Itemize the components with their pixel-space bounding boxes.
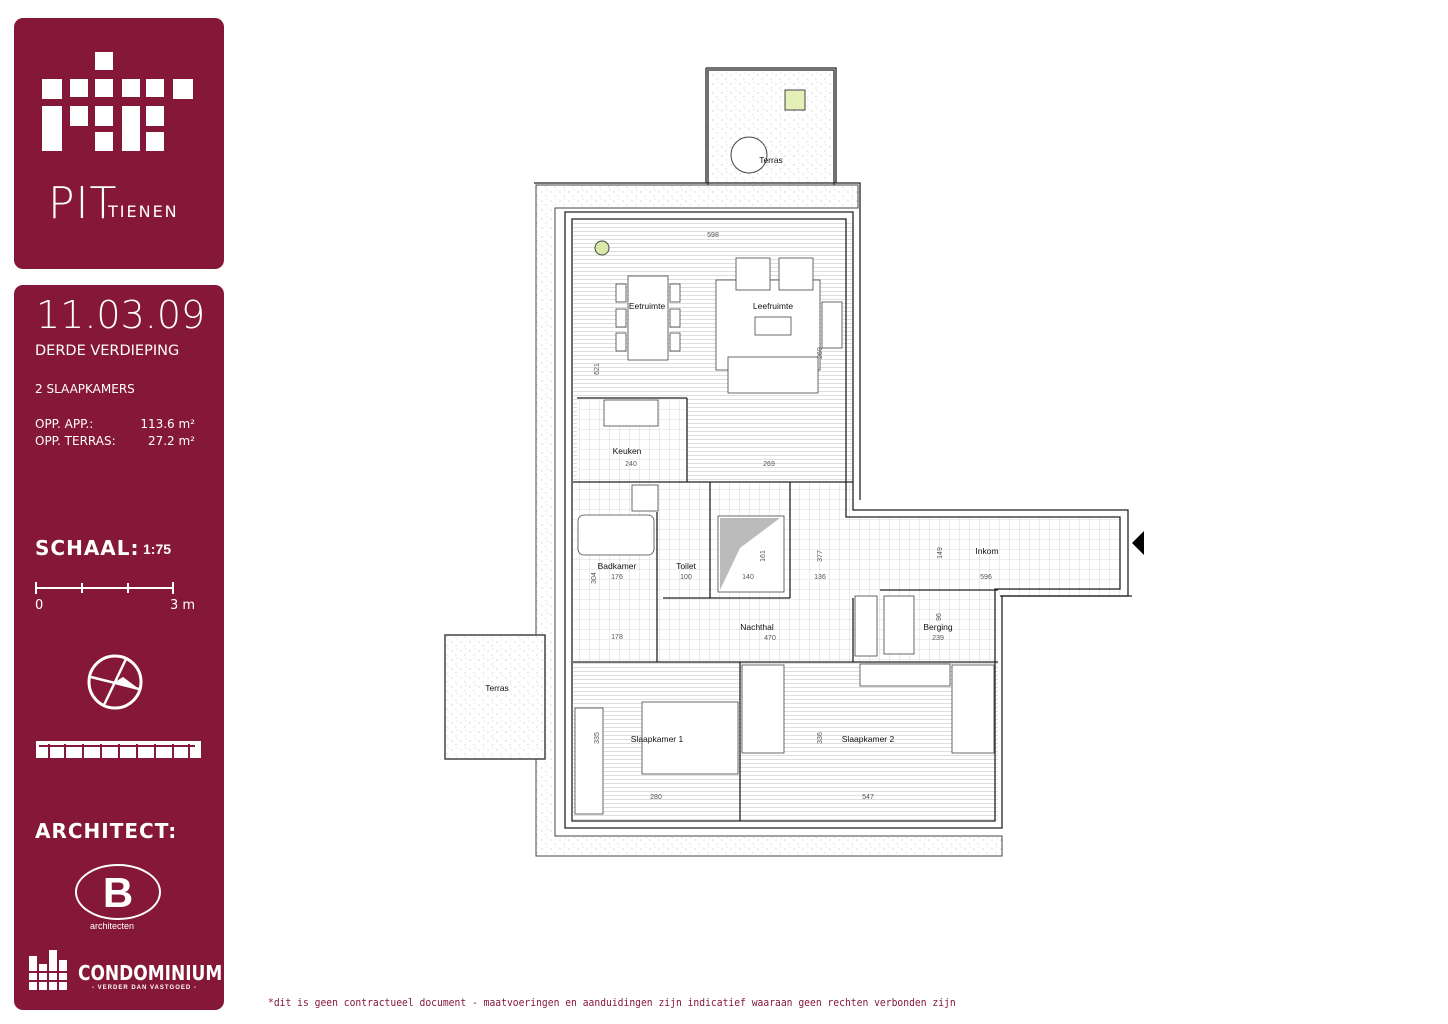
scale-label: SCHAAL: (35, 536, 140, 560)
terrace-top (707, 69, 835, 189)
architect-logo-letter: B (103, 869, 133, 916)
terrace-table (730, 136, 768, 174)
condominium-logo-icon (29, 950, 69, 990)
dimension: 336 (817, 732, 824, 744)
architect-logo: B (75, 864, 161, 920)
dimension: 269 (763, 461, 775, 468)
scale-value: 1:75 (143, 541, 172, 557)
room-label: Berging (923, 622, 953, 632)
plant-icon (594, 240, 610, 256)
area-label: OPP. APP.: (35, 417, 94, 431)
room-label: Eetruimte (629, 301, 666, 311)
area-value: 27.2 m² (147, 434, 195, 448)
terrace-perimeter (535, 184, 1003, 857)
dimension: 596 (980, 574, 992, 581)
info-panel: 11.03.09 DERDE VERDIEPING 2 SLAAPKAMERS … (14, 285, 224, 1010)
dimension: 280 (650, 794, 662, 801)
dimension: 470 (764, 635, 776, 642)
scale-bar (35, 582, 174, 594)
brand-panel: PIT TIENEN (14, 18, 224, 269)
room-label: Slaapkamer 1 (631, 734, 684, 744)
architect-sub: architecten (90, 921, 135, 931)
dimension: 598 (707, 232, 719, 239)
room-label: Toilet (676, 561, 696, 571)
dimension: 377 (817, 550, 824, 562)
walls (534, 67, 1132, 829)
room-label: Slaapkamer 2 (842, 734, 895, 744)
room-label: Inkom (975, 546, 998, 556)
wet-floor (573, 482, 853, 662)
dimension: 100 (680, 574, 692, 581)
room-label: Nachthal (740, 622, 774, 632)
dimension-labels: 598 621 269 240 269 176 100 140 161 377 … (591, 232, 992, 801)
dimension: 149 (937, 547, 944, 559)
dimension: 269 (817, 347, 824, 359)
dimension: 96 (936, 613, 943, 621)
room-label: Keuken (613, 446, 642, 456)
architect-label: ARCHITECT: (35, 819, 178, 843)
room-labels: Terras Eetruimte Leefruimte Keuken Badka… (485, 155, 998, 744)
area-value: 113.6 m² (140, 417, 195, 431)
developer-tagline: - VERDER DAN VASTGOED - (92, 985, 197, 991)
dimension: 178 (611, 634, 623, 641)
room-label: Terras (759, 155, 783, 165)
scale-end: 3 m (170, 598, 196, 613)
unit-number: 11.03.09 (36, 293, 206, 337)
dimension: 239 (932, 635, 944, 642)
room-label: Terras (485, 683, 509, 693)
disclaimer: *dit is geen contractueel document - maa… (268, 996, 956, 1009)
entrance-arrow-icon (1132, 531, 1144, 555)
terrace-left (444, 634, 546, 760)
scale-start: 0 (35, 598, 44, 613)
dimension: 240 (625, 461, 637, 468)
floor-label: DERDE VERDIEPING (35, 343, 180, 359)
dimension: 335 (594, 732, 601, 744)
pit-logo (42, 52, 193, 151)
furniture (574, 257, 995, 815)
dimension: 136 (814, 574, 826, 581)
dimension: 140 (742, 574, 754, 581)
building-elevation-icon (36, 741, 201, 758)
entrance-floor (853, 518, 1121, 596)
area-label: OPP. TERRAS: (35, 434, 116, 448)
brand-name: PIT (48, 178, 118, 229)
dimension: 547 (862, 794, 874, 801)
developer-name: CONDOMINIUM (78, 961, 223, 985)
compass-icon (87, 654, 143, 710)
plant-icon (784, 89, 806, 111)
brand-city: TIENEN (108, 202, 179, 221)
dimension: 176 (611, 574, 623, 581)
dimension: 161 (760, 550, 767, 562)
dimension: 621 (594, 363, 601, 375)
room-label: Leefruimte (753, 301, 793, 311)
dimension: 304 (591, 572, 598, 584)
bedrooms-label: 2 SLAAPKAMERS (35, 382, 135, 396)
room-label: Badkamer (598, 561, 637, 571)
